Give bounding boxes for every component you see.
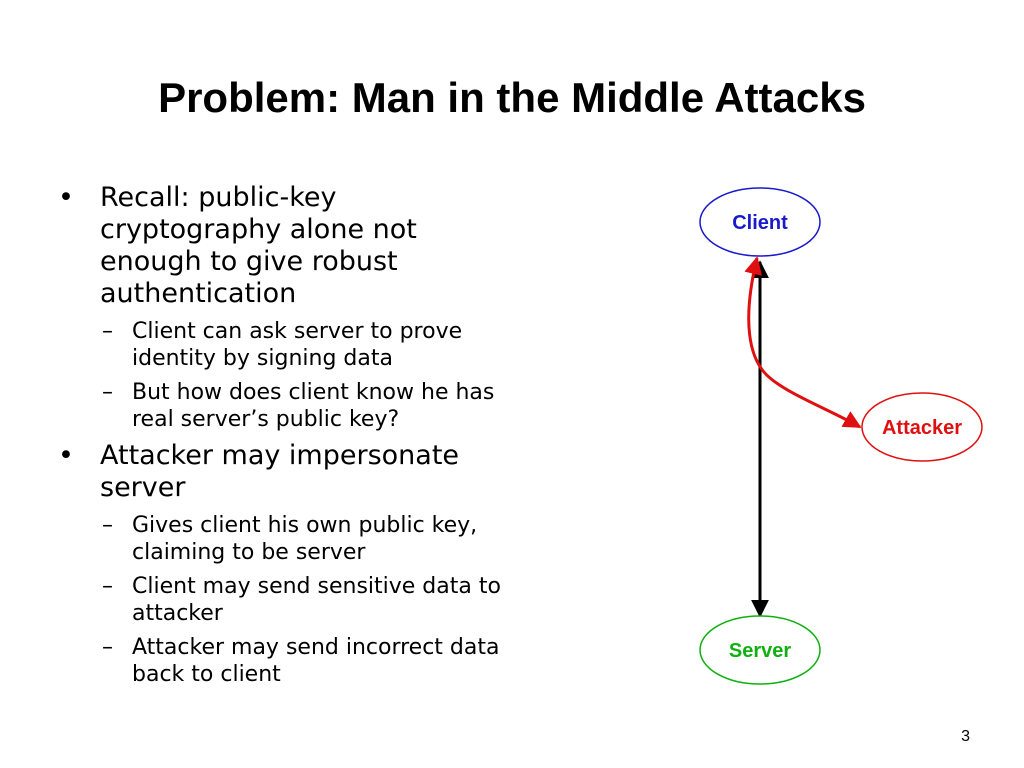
dash-marker: – (102, 380, 113, 405)
sub-bullet-text: Gives client his own public key, claimin… (132, 513, 478, 565)
sub-bullet-text: Attacker may send incorrect data back to… (132, 635, 500, 687)
client-node: Client (699, 187, 821, 257)
dash-marker: – (102, 513, 113, 538)
attacker-label: Attacker (882, 417, 962, 439)
client-label: Client (732, 212, 788, 234)
sub-bullet-list: – Gives client his own public key, claim… (58, 512, 518, 688)
server-label: Server (729, 640, 791, 662)
sub-bullet-item: – Client may send sensitive data to atta… (102, 573, 518, 627)
sub-bullet-item: – Gives client his own public key, claim… (102, 512, 518, 566)
sub-bullet-text: Client may send sensitive data to attack… (132, 574, 501, 626)
dash-marker: – (102, 574, 113, 599)
dash-marker: – (102, 635, 113, 660)
bullet-marker: • (58, 440, 74, 471)
sub-bullet-item: – Client can ask server to prove identit… (102, 318, 518, 372)
bullet-item: • Recall: public-key cryptography alone … (58, 182, 518, 310)
attacker-node: Attacker (861, 392, 983, 462)
bullet-item: • Attacker may impersonate server (58, 440, 518, 504)
sub-bullet-text: Client can ask server to prove identity … (132, 319, 463, 371)
bullet-text: Attacker may impersonate server (100, 440, 460, 503)
bullet-marker: • (58, 182, 74, 213)
sub-bullet-item: – But how does client know he has real s… (102, 379, 518, 433)
sub-bullet-text: But how does client know he has real ser… (132, 380, 495, 432)
page-number: 3 (961, 728, 970, 745)
dash-marker: – (102, 319, 113, 344)
server-node: Server (699, 615, 821, 685)
client-attacker-link (744, 256, 862, 429)
sub-bullet-item: – Attacker may send incorrect data back … (102, 634, 518, 688)
sub-bullet-list: – Client can ask server to prove identit… (58, 318, 518, 433)
bullet-list: • Recall: public-key cryptography alone … (58, 182, 518, 695)
slide-title: Problem: Man in the Middle Attacks (158, 74, 866, 121)
bullet-text: Recall: public-key cryptography alone no… (100, 182, 417, 309)
